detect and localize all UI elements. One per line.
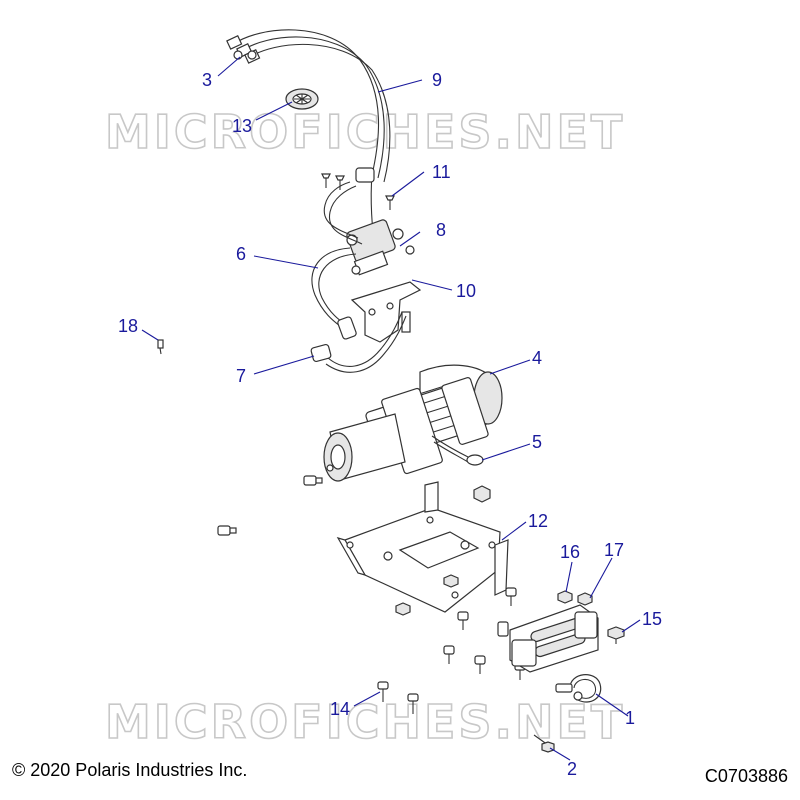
callout-1: 1: [625, 708, 635, 728]
leader-lines: [141, 56, 641, 761]
grommet-13: [285, 88, 319, 110]
cable-assembly-9: [226, 29, 391, 246]
cable-6: [311, 181, 363, 340]
mount-bolts: [217, 475, 491, 536]
screw-18: [157, 339, 164, 355]
copyright-text: © 2020 Polaris Industries Inc.: [12, 760, 248, 780]
callout-2: 2: [567, 759, 577, 779]
winch-4: [323, 364, 503, 482]
callout-9: 9: [432, 70, 442, 90]
mounting-plate-12: [336, 481, 509, 613]
callouts: 1 2 3 4 5 6 7 8 9 10 11 12 13 14 15 16 1…: [118, 70, 662, 779]
bracket-10: [350, 281, 422, 343]
callout-12: 12: [528, 511, 548, 531]
nut-16: [557, 590, 593, 606]
callout-10: 10: [456, 281, 476, 301]
callout-7: 7: [236, 366, 246, 386]
callout-17: 17: [604, 540, 624, 560]
callout-18: 18: [118, 316, 138, 336]
callout-11: 11: [432, 162, 451, 182]
bolt-15: [607, 626, 625, 644]
callout-6: 6: [236, 244, 246, 264]
callout-16: 16: [560, 542, 580, 562]
watermark-bottom: MICROFICHES.NET: [105, 695, 625, 749]
watermark-top: MICROFICHES.NET: [105, 105, 625, 159]
contactor-8: [346, 219, 415, 276]
roller-fairlead-17: [497, 604, 599, 673]
callout-3: 3: [202, 70, 212, 90]
cable-7: [310, 311, 407, 373]
callout-15: 15: [642, 609, 662, 629]
callout-14: 14: [330, 699, 350, 719]
callout-13: 13: [232, 116, 252, 136]
shackle-1: [555, 674, 602, 703]
bolt-14: [377, 681, 419, 714]
diagram-code: C0703886: [704, 766, 788, 786]
screw-11: [321, 173, 395, 210]
callout-5: 5: [532, 432, 542, 452]
callout-8: 8: [436, 220, 446, 240]
callout-4: 4: [532, 348, 542, 368]
winch-cable-5: [431, 435, 484, 466]
